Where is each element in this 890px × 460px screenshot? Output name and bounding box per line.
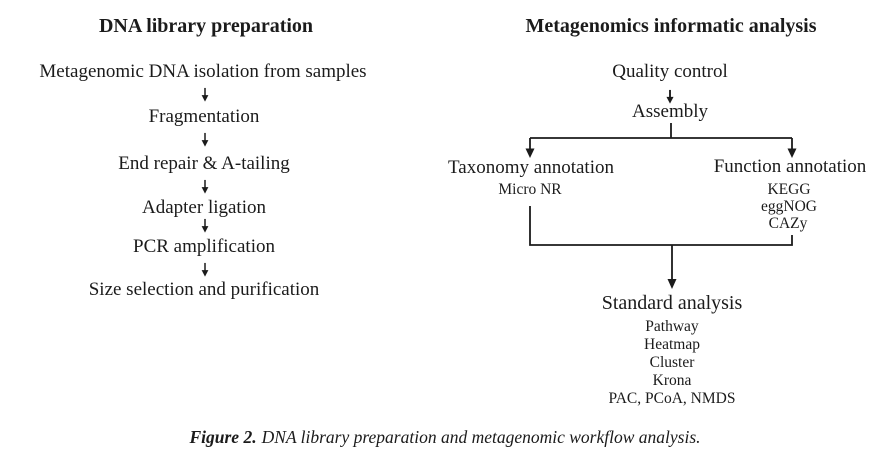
right-flow-title: Metagenomics informatic analysis	[525, 15, 817, 37]
figure-caption-text: DNA library preparation and metagenomic …	[261, 427, 701, 447]
left-flow-title: DNA library preparation	[98, 15, 314, 37]
down-arrow-icon	[666, 89, 674, 104]
analysis-item-cluster: Cluster	[649, 354, 695, 371]
analysis-item-krona: Krona	[652, 372, 692, 389]
branch-left-arrowhead-icon	[525, 148, 535, 158]
branch-taxonomy-annotation: Taxonomy annotation	[448, 157, 614, 178]
down-arrow-icon	[201, 218, 209, 233]
node-standard-analysis: Standard analysis	[601, 292, 743, 314]
figure-caption-label: Figure 2.	[189, 427, 257, 447]
down-arrow-icon	[201, 179, 209, 194]
function-item-kegg: KEGG	[767, 181, 811, 198]
down-arrow-icon	[201, 132, 209, 147]
analysis-item-heatmap: Heatmap	[644, 336, 700, 353]
down-arrow-icon	[201, 87, 209, 102]
function-item-eggnog: eggNOG	[761, 198, 817, 215]
analysis-item-pac-pcoa-nmds: PAC, PCoA, NMDS	[608, 390, 736, 407]
step-pcr-amplification: PCR amplification	[133, 236, 275, 257]
step-quality-control: Quality control	[612, 61, 728, 82]
step-metagenomic-dna-isolation: Metagenomic DNA isolation from samples	[39, 61, 367, 82]
down-arrow-icon	[201, 262, 209, 277]
analysis-item-pathway: Pathway	[645, 318, 699, 335]
function-item-cazy: CAZy	[768, 215, 808, 232]
step-size-selection-purification: Size selection and purification	[88, 279, 320, 300]
branch-right-arrowhead-icon	[787, 148, 797, 158]
step-fragmentation: Fragmentation	[148, 106, 260, 127]
branch-function-annotation: Function annotation	[713, 156, 867, 177]
figure-caption: Figure 2.DNA library preparation and met…	[189, 427, 700, 448]
taxonomy-item-micro-nr: Micro NR	[498, 181, 562, 198]
step-adapter-ligation: Adapter ligation	[142, 197, 266, 218]
step-assembly: Assembly	[632, 101, 708, 122]
step-end-repair-a-tailing: End repair & A-tailing	[118, 153, 290, 174]
merge-arrowhead-icon	[667, 279, 677, 289]
